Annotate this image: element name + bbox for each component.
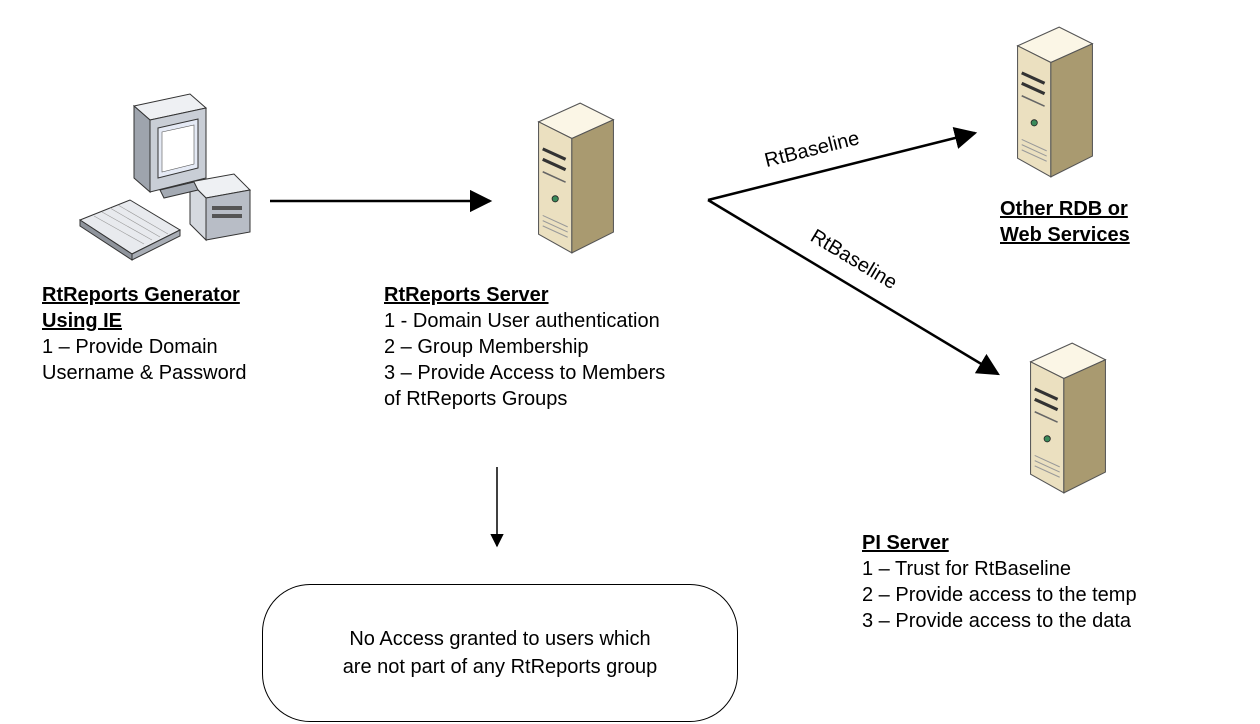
pi-server-title: PI Server: [862, 532, 949, 554]
pi-server-line-1: 1 – Trust for RtBaseline: [862, 558, 1071, 580]
pi-server-text-block: PI Server 1 – Trust for RtBaseline 2 – P…: [862, 530, 1137, 634]
pi-server-line-2: 2 – Provide access to the temp: [862, 584, 1137, 606]
pi-server-icon: [1029, 341, 1107, 495]
other-rdb-text-block: Other RDB or Web Services: [1000, 196, 1130, 248]
generator-line-2: Username & Password: [42, 362, 247, 384]
generator-title-line2: Using IE: [42, 310, 123, 332]
generator-line-1: 1 – Provide Domain: [42, 336, 218, 358]
other-rdb-server-icon: [1015, 25, 1094, 179]
server-line-3: 3 – Provide Access to Members: [384, 362, 666, 384]
generator-text-block: RtReports Generator Using IE 1 – Provide…: [42, 282, 247, 386]
server-title: RtReports Server: [384, 284, 549, 306]
generator-title: RtReports Generator: [42, 284, 240, 306]
pi-server-line-3: 3 – Provide access to the data: [862, 610, 1132, 632]
rtreports-server-icon: [536, 101, 616, 255]
server-text-block: RtReports Server 1 - Domain User authent…: [384, 282, 665, 412]
no-access-line-1: No Access granted to users which: [349, 628, 651, 650]
server-line-2: 2 – Group Membership: [384, 336, 589, 358]
arrow-server-to-other-rdb: [707, 127, 978, 202]
no-access-box: No Access granted to users which are not…: [262, 584, 738, 722]
arrow-server-to-pi-server: [707, 198, 1000, 376]
no-access-line-2: are not part of any RtReports group: [342, 656, 658, 678]
server-line-4: of RtReports Groups: [384, 388, 568, 410]
server-line-1: 1 - Domain User authentication: [384, 310, 660, 332]
computer-icon: [78, 93, 252, 261]
other-rdb-title-line2: Web Services: [1000, 224, 1130, 246]
other-rdb-title: Other RDB or: [1000, 198, 1128, 220]
